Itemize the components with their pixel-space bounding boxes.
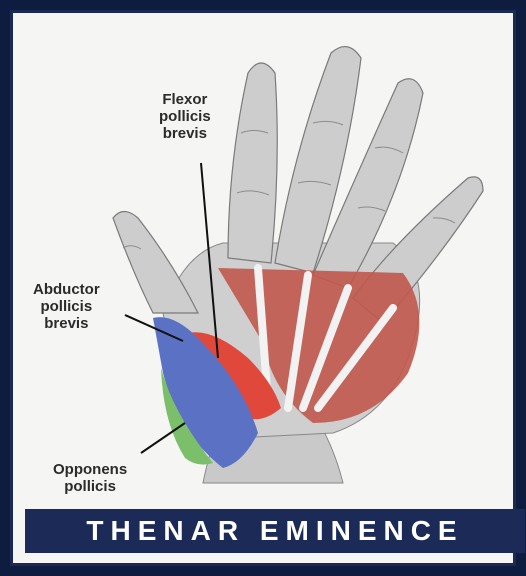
hand-anatomy-illustration bbox=[13, 13, 513, 513]
thumb bbox=[113, 212, 198, 314]
opponens-line-2: pollicis bbox=[53, 478, 127, 495]
abductor-line-3: brevis bbox=[33, 315, 100, 332]
index-finger bbox=[228, 63, 277, 263]
abductor-pollicis-brevis-label: Abductor pollicis brevis bbox=[33, 281, 100, 332]
banner-title: THENAR EMINENCE bbox=[86, 515, 463, 547]
title-banner: THENAR EMINENCE bbox=[25, 509, 525, 553]
flexor-line-1: Flexor bbox=[159, 91, 211, 108]
flexor-line-2: pollicis bbox=[159, 108, 211, 125]
flexor-line-3: brevis bbox=[159, 125, 211, 142]
flexor-pollicis-brevis-label: Flexor pollicis brevis bbox=[159, 91, 211, 142]
opponens-pollicis-label: Opponens pollicis bbox=[53, 461, 127, 495]
abductor-line-2: pollicis bbox=[33, 298, 100, 315]
opponens-line-1: Opponens bbox=[53, 461, 127, 478]
abductor-line-1: Abductor bbox=[33, 281, 100, 298]
illustration-panel: Flexor pollicis brevis Abductor pollicis… bbox=[10, 10, 516, 566]
